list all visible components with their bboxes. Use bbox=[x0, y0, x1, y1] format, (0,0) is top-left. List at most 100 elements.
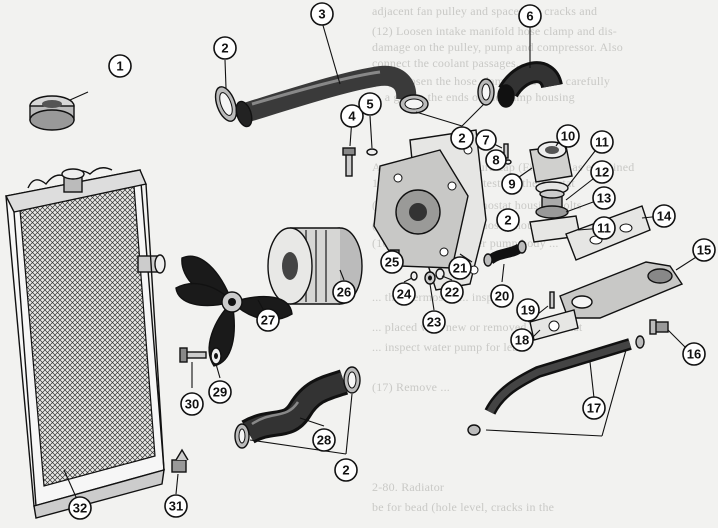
radiator bbox=[4, 167, 166, 519]
callout: 31 bbox=[164, 494, 188, 518]
callout: 8 bbox=[485, 149, 507, 171]
thermostat-housing-cover bbox=[529, 141, 573, 183]
callout: 5 bbox=[358, 92, 382, 116]
callout: 11 bbox=[590, 130, 614, 154]
callout: 13 bbox=[592, 186, 616, 210]
water-pump-body bbox=[373, 149, 469, 269]
hose-clamp-lower-left bbox=[234, 423, 250, 449]
water-manifold bbox=[559, 261, 684, 319]
callout: 1 bbox=[108, 54, 132, 78]
washer-24 bbox=[410, 271, 418, 281]
svg-text:29: 29 bbox=[213, 385, 227, 400]
callout: 12 bbox=[590, 160, 614, 184]
radiator-filler-neck bbox=[61, 168, 85, 193]
fan-washer bbox=[210, 347, 222, 365]
callout: 2 bbox=[450, 126, 474, 150]
thermostat bbox=[539, 189, 565, 209]
svg-text:27: 27 bbox=[261, 313, 275, 328]
radiator-cap bbox=[29, 95, 75, 131]
hose-clamp-upper-left bbox=[214, 86, 238, 122]
callout: 32 bbox=[68, 496, 92, 520]
callout: 30 bbox=[180, 392, 204, 416]
small-bypass-hose bbox=[483, 240, 527, 267]
svg-text:1: 1 bbox=[116, 59, 123, 74]
callout: 2 bbox=[334, 458, 358, 482]
washer-22 bbox=[435, 268, 445, 280]
callout: 25 bbox=[380, 250, 404, 274]
svg-text:18: 18 bbox=[515, 333, 529, 348]
callout: 14 bbox=[652, 204, 676, 228]
callout: 2 bbox=[496, 208, 520, 232]
callout: 23 bbox=[422, 310, 446, 334]
callout: 6 bbox=[518, 4, 542, 28]
svg-text:10: 10 bbox=[561, 129, 575, 144]
hose-clamp-bypass bbox=[477, 78, 495, 106]
svg-text:22: 22 bbox=[445, 285, 459, 300]
svg-text:9: 9 bbox=[508, 177, 515, 192]
thermostat-seat bbox=[535, 205, 569, 219]
heater-hose bbox=[467, 335, 645, 436]
callout: 29 bbox=[208, 380, 232, 404]
svg-text:4: 4 bbox=[348, 109, 356, 124]
svg-text:16: 16 bbox=[687, 347, 701, 362]
callout: 21 bbox=[448, 256, 472, 280]
svg-text:21: 21 bbox=[453, 261, 467, 276]
svg-text:24: 24 bbox=[397, 287, 412, 302]
callout: 9 bbox=[501, 173, 523, 195]
svg-text:31: 31 bbox=[169, 499, 183, 514]
svg-text:15: 15 bbox=[697, 243, 711, 258]
callout: 7 bbox=[475, 129, 497, 151]
svg-text:2: 2 bbox=[221, 41, 228, 56]
svg-text:20: 20 bbox=[495, 289, 509, 304]
callout: 2 bbox=[213, 36, 237, 60]
svg-text:5: 5 bbox=[366, 97, 373, 112]
bypass-hose bbox=[497, 61, 563, 108]
stud-19 bbox=[549, 291, 555, 309]
svg-text:32: 32 bbox=[73, 501, 87, 516]
callout: 10 bbox=[556, 124, 580, 148]
callout: 17 bbox=[582, 396, 606, 420]
svg-text:19: 19 bbox=[521, 303, 535, 318]
svg-text:2: 2 bbox=[504, 213, 511, 228]
outlet-gasket bbox=[529, 309, 579, 341]
fan-bolt bbox=[179, 347, 207, 363]
callout: 11 bbox=[592, 216, 616, 240]
nut-23 bbox=[424, 271, 436, 285]
bolt-4 bbox=[342, 147, 356, 177]
hose-clamp-lower-right bbox=[343, 366, 361, 394]
callout: 4 bbox=[340, 104, 364, 128]
callout: 26 bbox=[332, 280, 356, 304]
svg-text:30: 30 bbox=[185, 397, 199, 412]
svg-text:11: 11 bbox=[597, 221, 611, 236]
plug-16 bbox=[649, 319, 669, 335]
callout: 20 bbox=[490, 284, 514, 308]
svg-text:23: 23 bbox=[427, 315, 441, 330]
pump-pulley bbox=[267, 227, 363, 305]
upper-radiator-hose bbox=[235, 65, 417, 128]
callout: 19 bbox=[516, 298, 540, 322]
radiator-inlet-pipe bbox=[137, 254, 166, 274]
washer-5 bbox=[366, 148, 378, 156]
callout: 24 bbox=[392, 282, 416, 306]
svg-text:8: 8 bbox=[492, 153, 499, 168]
svg-text:7: 7 bbox=[482, 133, 489, 148]
svg-text:13: 13 bbox=[597, 191, 611, 206]
callout: 15 bbox=[692, 238, 716, 262]
svg-text:2: 2 bbox=[458, 131, 465, 146]
svg-text:14: 14 bbox=[657, 209, 672, 224]
callout: 16 bbox=[682, 342, 706, 366]
drain-cock bbox=[171, 448, 189, 473]
svg-text:28: 28 bbox=[317, 433, 331, 448]
svg-text:26: 26 bbox=[337, 285, 351, 300]
svg-text:12: 12 bbox=[595, 165, 609, 180]
svg-text:11: 11 bbox=[595, 135, 609, 150]
hose-clamp-upper-middle bbox=[399, 94, 429, 114]
svg-text:6: 6 bbox=[526, 9, 533, 24]
svg-text:25: 25 bbox=[385, 255, 399, 270]
callout: 22 bbox=[440, 280, 464, 304]
svg-text:2: 2 bbox=[342, 463, 349, 478]
lower-radiator-hose bbox=[241, 369, 349, 444]
callout: 3 bbox=[310, 2, 334, 26]
callout: 28 bbox=[312, 428, 336, 452]
